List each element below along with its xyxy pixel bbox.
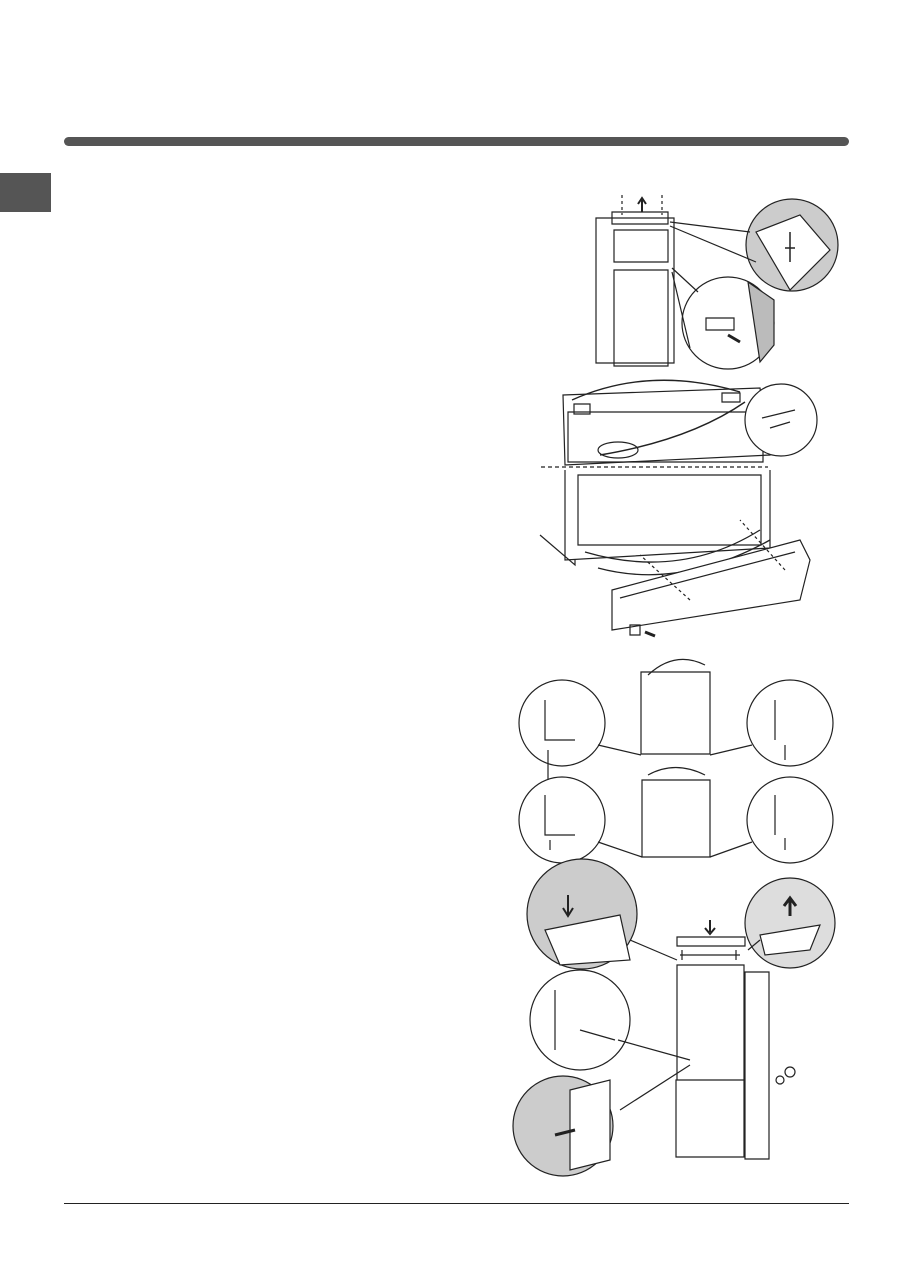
language-tab [0,173,51,212]
door-lower [642,780,710,857]
panel-and-plinth-removal-illustration [540,380,817,636]
arrow-up-icon [638,198,646,212]
plinth-panel [612,540,810,630]
upper-door [614,230,668,262]
door-upper [641,672,710,754]
top-cover [612,212,668,224]
fridge-body [596,218,674,363]
top-cover [677,937,745,946]
door-reinstall-illustration [513,859,835,1176]
header-bar [64,137,849,146]
fridge-door-top-hinge-removal-illustration [596,195,838,369]
footer-rule [64,1203,849,1204]
door-hinge-reversal-illustration [519,659,833,863]
lower-door [614,270,668,366]
detail-circle [745,384,817,456]
